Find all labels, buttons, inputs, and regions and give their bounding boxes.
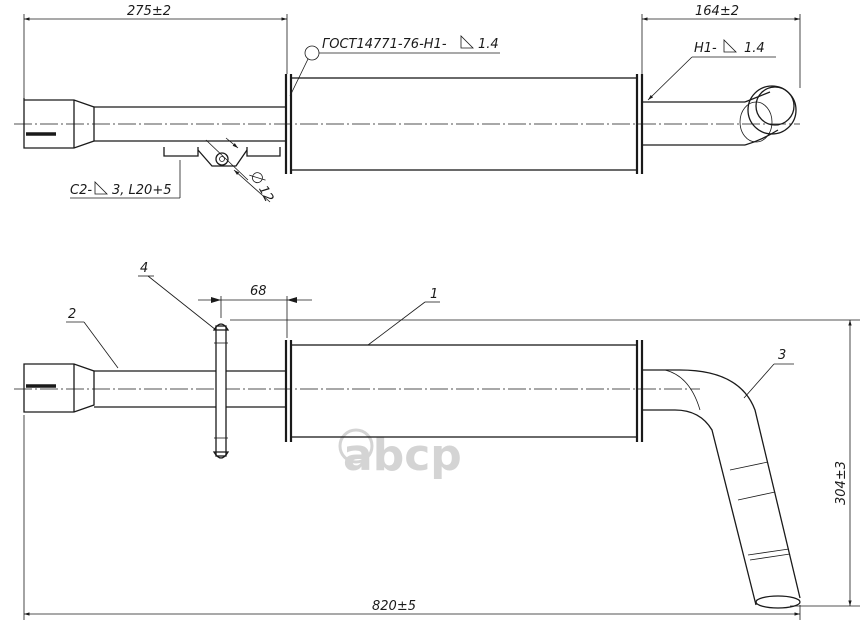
side-muffler-body <box>290 344 638 438</box>
watermark-text: abcp <box>343 430 462 481</box>
callout-3-label: 3 <box>778 348 786 363</box>
top-inlet-nozzle <box>23 98 95 149</box>
side-muffler-flange-left <box>284 340 293 442</box>
callout-2-leader <box>83 321 119 369</box>
weld-h1-triangle-icon <box>723 39 737 53</box>
side-outlet-ring-4 <box>749 553 791 561</box>
side-outlet-ring-1 <box>729 461 769 471</box>
side-hanger-cap-bottom <box>212 451 230 459</box>
callout-4-label: 4 <box>140 261 148 276</box>
callout-4-leader <box>147 275 217 331</box>
top-hanger-axis <box>205 139 249 181</box>
side-view: 68 304±3 820±5 1 2 3 4 <box>14 261 860 620</box>
dim-304-label: 304±3 <box>834 461 849 505</box>
diameter-arrow-top <box>225 137 239 149</box>
watermark-ring-icon <box>338 428 374 464</box>
top-muffler-flange-left <box>284 74 293 174</box>
dim-164-label: 164±2 <box>695 4 739 19</box>
diameter-icon-slash <box>249 174 266 181</box>
clamp-note-text: С2- <box>70 183 92 198</box>
weld-note-leg: 1.4 <box>478 37 499 52</box>
side-inlet-nozzle <box>23 363 95 413</box>
side-hanger-rod <box>215 325 227 457</box>
top-outlet-end-outer <box>747 85 797 135</box>
top-outlet-end-ring <box>739 101 773 143</box>
weld-h1-text: Н1- <box>694 41 717 56</box>
weld-triangle-icon <box>460 35 474 49</box>
clamp-note-leg: 3, L20+5 <box>112 183 171 198</box>
top-outlet-bend-lower <box>744 129 779 146</box>
top-hanger-eye <box>215 152 229 166</box>
weld-h1-leg: 1.4 <box>744 41 765 56</box>
weld-circle-icon <box>304 45 320 61</box>
top-hanger-bracket-right <box>246 147 281 157</box>
diameter-label: 12 <box>255 183 276 205</box>
dim-275-label: 275±2 <box>127 4 171 19</box>
weld-h1-leader <box>647 56 693 101</box>
side-hanger-cap-top <box>212 323 230 331</box>
side-outlet-bend-seam <box>664 369 701 411</box>
top-outlet-end-inner <box>755 86 795 126</box>
side-muffler-flange-right <box>635 340 644 442</box>
watermark: abcp <box>338 428 462 481</box>
dim-68-label: 68 <box>250 284 267 299</box>
top-hanger-eye-inner <box>219 156 225 162</box>
side-outlet-end <box>755 595 801 609</box>
diameter-icon <box>252 172 263 184</box>
callout-1-label: 1 <box>430 287 438 302</box>
callout-1-leader <box>367 301 426 346</box>
side-outlet-ring-3 <box>747 548 790 556</box>
top-hanger-bracket <box>163 147 199 157</box>
side-outlet-ring-2 <box>737 491 776 501</box>
diameter-arrow-bottom <box>233 169 271 203</box>
top-view: 275±2 164±2 ГОСТ14771-76-Н1- 1.4 Н1- 1.4… <box>14 4 801 205</box>
clamp-triangle-icon <box>94 181 108 195</box>
dim-68-arrow-right <box>287 297 297 303</box>
side-outlet-pipe-inner <box>642 409 757 606</box>
side-outlet-pipe-outer <box>642 369 801 599</box>
dim-820-label: 820±5 <box>372 599 416 614</box>
weld-note-leader <box>289 58 309 97</box>
top-outlet-bend-upper <box>744 91 771 103</box>
callout-3-leader <box>743 363 775 399</box>
top-muffler-flange-right <box>635 74 644 174</box>
callout-2-label: 2 <box>68 307 76 322</box>
diameter-label-group: 12 <box>249 172 276 205</box>
dim-68-arrow-left <box>211 297 221 303</box>
weld-note-text: ГОСТ14771-76-Н1- <box>322 37 447 52</box>
top-hanger-link <box>197 149 248 167</box>
